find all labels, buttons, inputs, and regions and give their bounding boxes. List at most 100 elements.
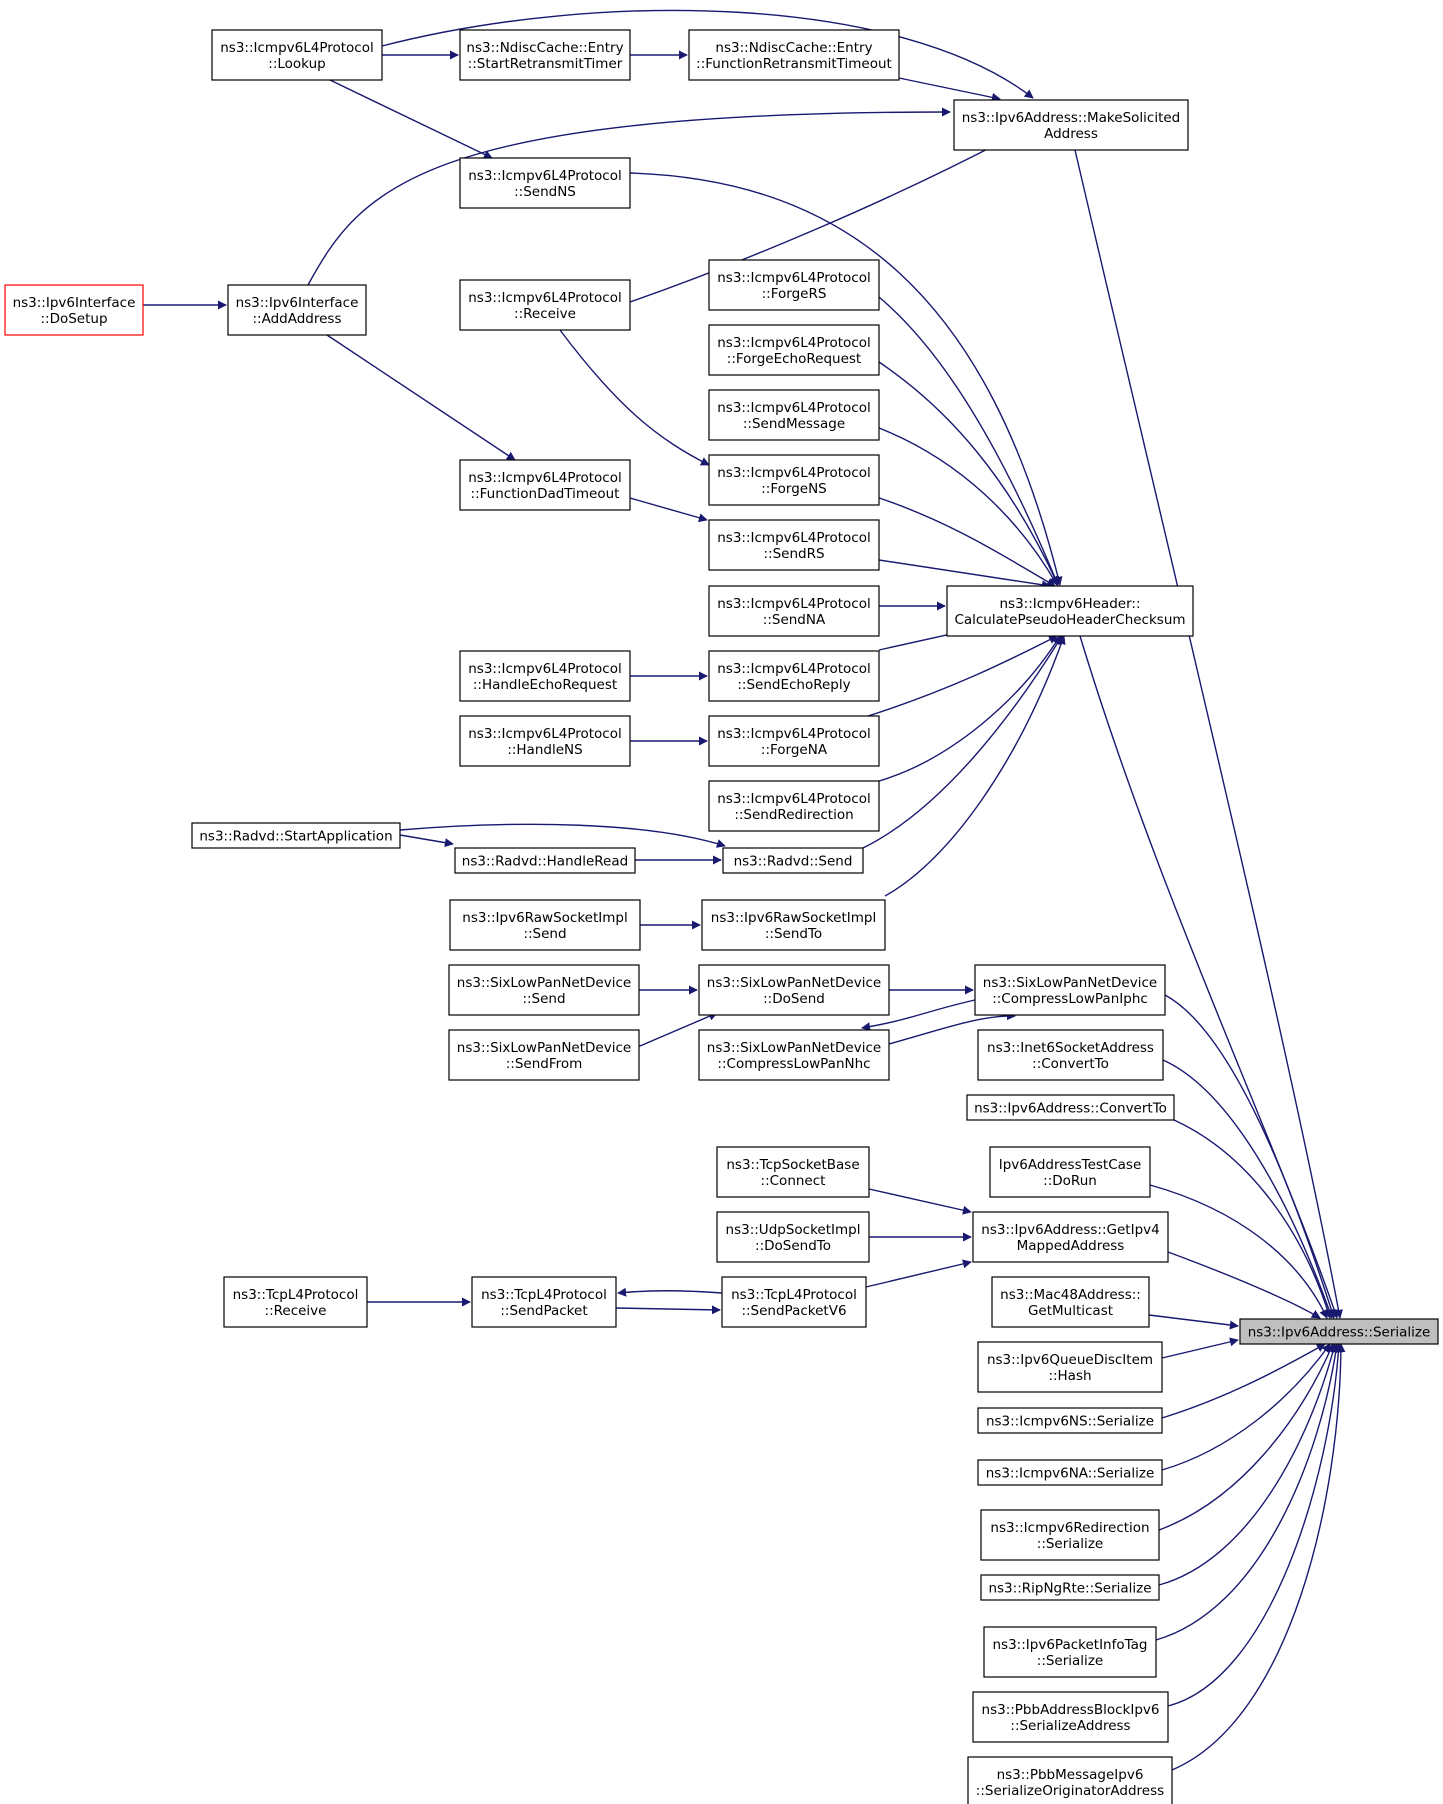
graph-node-inet6convert[interactable]: ns3::Inet6SocketAddress::ConvertTo xyxy=(977,1029,1164,1081)
node-box xyxy=(966,1094,1175,1121)
graph-node-sixdosend[interactable]: ns3::SixLowPanNetDevice::DoSend xyxy=(698,964,890,1016)
graph-node-handleread[interactable]: ns3::Radvd::HandleRead xyxy=(454,847,636,874)
graph-node-tcpsendpacketv6[interactable]: ns3::TcpL4Protocol::SendPacketV6 xyxy=(721,1276,867,1328)
node-label: ::Connect xyxy=(761,1173,826,1189)
node-box xyxy=(722,847,864,874)
node-box xyxy=(977,1029,1164,1081)
graph-node-forgena[interactable]: ns3::Icmpv6L4Protocol::ForgeNA xyxy=(708,715,880,767)
node-label: ns3::Icmpv6L4Protocol xyxy=(468,726,622,742)
graph-node-queuedisc[interactable]: ns3::Ipv6QueueDiscItem::Hash xyxy=(977,1341,1163,1393)
graph-node-udpdosendto[interactable]: ns3::UdpSocketImpl::DoSendTo xyxy=(716,1211,870,1263)
node-label: ns3::Ipv6Interface xyxy=(236,295,359,311)
node-label: ::CompressLowPanIphc xyxy=(992,991,1148,1007)
graph-node-rawsendto[interactable]: ns3::Ipv6RawSocketImpl::SendTo xyxy=(701,899,886,951)
graph-node-sixsend[interactable]: ns3::SixLowPanNetDevice::Send xyxy=(448,964,640,1016)
graph-node-naserialize[interactable]: ns3::Icmpv6NA::Serialize xyxy=(977,1459,1163,1486)
node-box xyxy=(459,29,631,81)
graph-node-sendns[interactable]: ns3::Icmpv6L4Protocol::SendNS xyxy=(459,157,631,209)
node-box xyxy=(980,1509,1160,1561)
graph-node-sixsendfrom[interactable]: ns3::SixLowPanNetDevice::SendFrom xyxy=(448,1029,640,1081)
node-label: ns3::Ipv6Address::ConvertTo xyxy=(974,1101,1167,1117)
node-box xyxy=(980,1574,1160,1601)
call-edge xyxy=(381,9,1034,99)
call-edge xyxy=(615,1305,721,1315)
graph-node-funcretransmit[interactable]: ns3::NdiscCache::Entry::FunctionRetransm… xyxy=(688,29,900,81)
call-edge xyxy=(878,559,1051,590)
node-label: ::AddAddress xyxy=(253,311,342,327)
graph-node-handlens[interactable]: ns3::Icmpv6L4Protocol::HandleNS xyxy=(459,715,631,767)
graph-node-dosetup[interactable]: ns3::Ipv6Interface::DoSetup xyxy=(4,284,144,336)
graph-node-pbbblock[interactable]: ns3::PbbAddressBlockIpv6::SerializeAddre… xyxy=(972,1691,1169,1743)
node-label: ns3::Ipv6RawSocketImpl xyxy=(462,910,627,926)
graph-node-tcpconnect[interactable]: ns3::TcpSocketBase::Connect xyxy=(716,1146,870,1198)
call-edge xyxy=(878,361,1059,586)
node-label: ns3::Icmpv6L4Protocol xyxy=(717,596,871,612)
graph-node-tcpreceive[interactable]: ns3::TcpL4Protocol::Receive xyxy=(223,1276,368,1328)
node-label: Address xyxy=(1044,126,1098,142)
graph-node-ripng[interactable]: ns3::RipNgRte::Serialize xyxy=(980,1574,1160,1601)
node-label: ::SendEchoReply xyxy=(737,677,850,693)
graph-node-lookup[interactable]: ns3::Icmpv6L4Protocol::Lookup xyxy=(211,29,383,81)
node-label: ns3::SixLowPanNetDevice xyxy=(707,975,881,991)
graph-node-radvdsend[interactable]: ns3::Radvd::Send xyxy=(722,847,864,874)
node-box xyxy=(708,259,880,311)
graph-node-sendrs[interactable]: ns3::Icmpv6L4Protocol::SendRS xyxy=(708,519,880,571)
node-label: ::DoRun xyxy=(1043,1173,1097,1189)
graph-node-addaddress[interactable]: ns3::Ipv6Interface::AddAddress xyxy=(227,284,367,336)
node-label: ::SendNA xyxy=(763,612,826,628)
node-label: ::SendTo xyxy=(765,926,822,942)
node-box xyxy=(989,1146,1151,1198)
node-label: ::SendRS xyxy=(763,546,824,562)
graph-node-calcpseudo[interactable]: ns3::Icmpv6Header::CalculatePseudoHeader… xyxy=(946,585,1194,637)
graph-node-nsserialize[interactable]: ns3::Icmpv6NS::Serialize xyxy=(977,1407,1163,1434)
graph-node-forgens[interactable]: ns3::Icmpv6L4Protocol::ForgeNS xyxy=(708,454,880,506)
node-label: ns3::UdpSocketImpl xyxy=(726,1222,861,1238)
graph-node-redirserialize[interactable]: ns3::Icmpv6Redirection::Serialize xyxy=(980,1509,1160,1561)
graph-node-startretransmit[interactable]: ns3::NdiscCache::Entry::StartRetransmitT… xyxy=(459,29,631,81)
node-box xyxy=(708,389,880,441)
graph-node-handleecho[interactable]: ns3::Icmpv6L4Protocol::HandleEchoRequest xyxy=(459,650,631,702)
graph-node-mac48[interactable]: ns3::Mac48Address::GetMulticast xyxy=(991,1276,1150,1328)
graph-node-rawsend[interactable]: ns3::Ipv6RawSocketImpl::Send xyxy=(449,899,641,951)
graph-node-serialize[interactable]: ns3::Ipv6Address::Serialize xyxy=(1239,1318,1439,1345)
graph-node-compressnhc[interactable]: ns3::SixLowPanNetDevice::CompressLowPanN… xyxy=(698,1029,890,1081)
node-box xyxy=(946,585,1194,637)
call-edge xyxy=(1155,1343,1341,1641)
graph-node-pktinfotag[interactable]: ns3::Ipv6PacketInfoTag::Serialize xyxy=(983,1626,1157,1678)
call-edge xyxy=(617,1287,723,1297)
graph-node-sendmessage[interactable]: ns3::Icmpv6L4Protocol::SendMessage xyxy=(708,389,880,441)
node-label: ns3::PbbAddressBlockIpv6 xyxy=(982,1702,1160,1718)
graph-node-pbbmessage[interactable]: ns3::PbbMessageIpv6::SerializeOriginator… xyxy=(967,1756,1173,1804)
node-label: ns3::Ipv6QueueDiscItem xyxy=(987,1352,1153,1368)
call-edge xyxy=(862,635,1063,849)
graph-node-tcpsendpacket[interactable]: ns3::TcpL4Protocol::SendPacket xyxy=(471,1276,617,1328)
graph-node-sendredirection[interactable]: ns3::Icmpv6L4Protocol::SendRedirection xyxy=(708,780,880,832)
graph-node-funcdad[interactable]: ns3::Icmpv6L4Protocol::FunctionDadTimeou… xyxy=(459,459,631,511)
graph-node-ipv6convert[interactable]: ns3::Ipv6Address::ConvertTo xyxy=(966,1094,1175,1121)
call-edge xyxy=(864,635,1058,718)
node-box xyxy=(708,585,880,637)
node-label: ns3::Icmpv6NS::Serialize xyxy=(986,1414,1154,1430)
call-edge xyxy=(399,834,454,848)
graph-node-compressiphc[interactable]: ns3::SixLowPanNetDevice::CompressLowPanI… xyxy=(974,964,1166,1016)
call-edge xyxy=(1079,635,1339,1319)
graph-node-sendechoreply[interactable]: ns3::Icmpv6L4Protocol::SendEchoReply xyxy=(708,650,880,702)
graph-node-sendna[interactable]: ns3::Icmpv6L4Protocol::SendNA xyxy=(708,585,880,637)
node-label: ::FunctionRetransmitTimeout xyxy=(696,56,892,72)
call-edge xyxy=(1161,1337,1239,1359)
graph-node-receive[interactable]: ns3::Icmpv6L4Protocol::Receive xyxy=(459,279,631,331)
node-label: ns3::Icmpv6L4Protocol xyxy=(717,530,871,546)
graph-node-forgers[interactable]: ns3::Icmpv6L4Protocol::ForgeRS xyxy=(708,259,880,311)
node-label: ::Hash xyxy=(1048,1368,1091,1384)
graph-node-testcase[interactable]: Ipv6AddressTestCase::DoRun xyxy=(989,1146,1151,1198)
node-label: CalculatePseudoHeaderChecksum xyxy=(954,612,1185,628)
graph-node-startapp[interactable]: ns3::Radvd::StartApplication xyxy=(191,822,401,849)
graph-node-forgeecho[interactable]: ns3::Icmpv6L4Protocol::ForgeEchoRequest xyxy=(708,324,880,376)
call-edge xyxy=(878,296,1060,586)
node-label: ns3::Icmpv6L4Protocol xyxy=(717,400,871,416)
node-label: ::SendNS xyxy=(514,184,576,200)
node-label: ns3::SixLowPanNetDevice xyxy=(707,1040,881,1056)
node-label: ::ForgeNS xyxy=(761,481,827,497)
